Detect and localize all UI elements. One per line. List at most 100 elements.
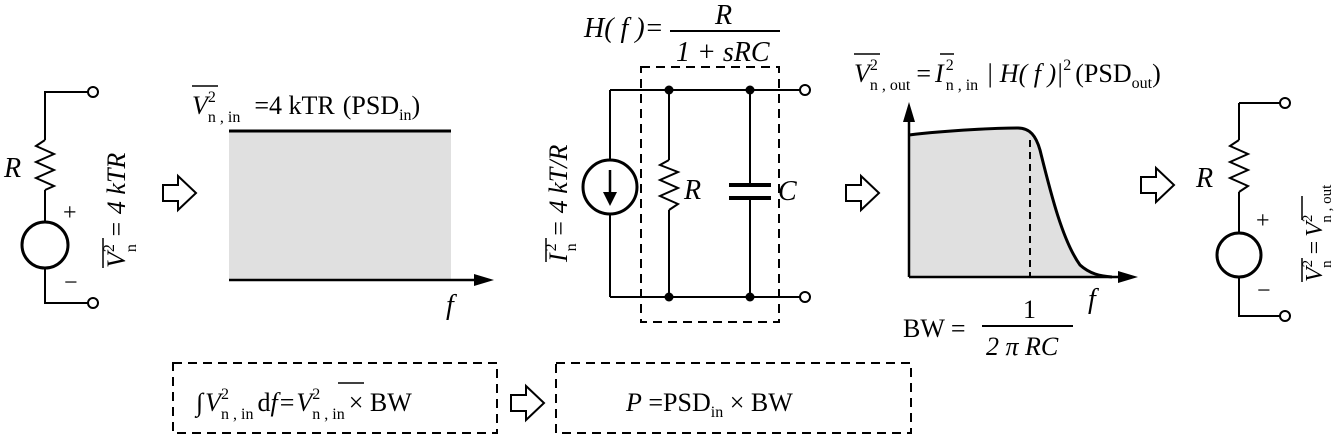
output-x-arrowhead [1118, 271, 1138, 283]
power-dashed-box [555, 362, 912, 434]
current-direction-arrow [603, 192, 617, 206]
equation-fragment: I [544, 252, 573, 263]
equation-fragment: ) [412, 91, 421, 120]
right-bottom-terminal [1279, 310, 1291, 322]
equation-fragment: (PSD [343, 91, 399, 120]
power-equation-box: P =PSDin × BW [555, 362, 912, 434]
equation-fragment: V [205, 388, 224, 417]
input-psd-area [229, 130, 451, 280]
equation-fragment: × BW [349, 388, 413, 417]
output-psd-area [909, 128, 1110, 277]
filter-resistor-label: R [683, 175, 701, 206]
equation-fragment: n , in [312, 406, 344, 423]
left-resistor-symbol [33, 139, 57, 191]
output-y-arrowhead [903, 102, 915, 122]
equation-fragment: 2 [1300, 260, 1316, 268]
right-resistor-symbol [1227, 139, 1251, 193]
right-top-terminal [1279, 97, 1291, 109]
left-plus-sign: + [63, 200, 77, 226]
right-voltage-source-symbol [1215, 231, 1263, 279]
equation-fragment: n , in [946, 77, 978, 94]
equation-fragment: 2 [543, 243, 560, 251]
left-voltage-source-symbol [20, 220, 70, 270]
left-top-terminal [87, 86, 99, 98]
equation-fragment: V [102, 249, 131, 268]
equation-fragment: n , out [1319, 184, 1335, 223]
flow-arrow-1 [162, 173, 198, 213]
equation-fragment: 2 [312, 386, 320, 403]
left-resistor-label: R [3, 153, 21, 184]
current-source-symbol [581, 158, 639, 216]
output-axis-f-label: f [1088, 284, 1099, 315]
equation-fragment: V [296, 388, 315, 417]
transfer-function-lhs: H( f )= [583, 13, 664, 44]
bandwidth-lhs: BW = [903, 314, 966, 343]
equation-fragment: n [563, 243, 580, 251]
filter-out-top-terminal [799, 84, 811, 96]
equation-fragment: = 4 kTR [102, 153, 131, 239]
equation-fragment: = [280, 388, 295, 417]
equation-fragment: 2 [870, 57, 878, 74]
equation-fragment: n [1319, 260, 1335, 268]
equation-fragment: × BW [723, 388, 793, 417]
equation-fragment: 2 [101, 244, 118, 252]
right-minus-sign: − [1257, 278, 1271, 304]
equation-fragment: 2 [208, 89, 216, 106]
equation-fragment: V [854, 59, 873, 88]
integral-dashed-box [172, 362, 498, 434]
equation-fragment: I [934, 59, 945, 88]
equation-fragment: n , in [208, 109, 240, 126]
node-dot [745, 85, 755, 95]
equation-fragment: n [123, 244, 140, 252]
equation-fragment: V [1302, 265, 1328, 282]
bandwidth-denominator: 2 π RC [986, 332, 1059, 361]
equation-fragment: 2 [946, 57, 954, 74]
equation-fragment: 2 [1063, 57, 1071, 74]
flow-arrow-4 [510, 383, 546, 423]
flow-arrow-2 [845, 173, 881, 213]
equation-fragment: =4 kTR [254, 91, 335, 120]
equation-fragment: (PSD [1075, 59, 1131, 88]
filter-dashed-box [640, 66, 780, 323]
bandwidth-numerator: 1 [1023, 295, 1036, 324]
flow-arrow-3 [1140, 165, 1176, 205]
equation-fragment: n , out [870, 77, 911, 94]
input-axis-arrowhead [474, 274, 494, 286]
right-resistor-label: R [1195, 163, 1213, 194]
input-axis-f-label: f [446, 290, 457, 321]
capacitor-label: C [778, 176, 797, 207]
output-psd-curve [908, 126, 1113, 279]
equation-fragment: d [257, 388, 270, 417]
equation-fragment: f [270, 388, 281, 417]
equation-fragment: V [192, 91, 211, 120]
equation-fragment: | H( f )| [986, 59, 1063, 88]
node-dot [664, 292, 674, 302]
power-equation: P =PSDin × BW [625, 388, 793, 421]
equation-fragment: = [1302, 241, 1328, 255]
filter-resistor-symbol [657, 159, 681, 211]
equation-fragment: = [916, 59, 931, 88]
equation-fragment: 2 [1300, 215, 1316, 223]
filter-out-bottom-terminal [799, 291, 811, 303]
equation-fragment: n , in [221, 406, 253, 423]
equation-fragment: = 4 kT/R [544, 145, 573, 238]
left-minus-sign: − [64, 270, 78, 296]
left-bottom-terminal [87, 297, 99, 309]
equation-fragment: in [711, 404, 723, 421]
equation-fragment: ) [1152, 59, 1161, 88]
